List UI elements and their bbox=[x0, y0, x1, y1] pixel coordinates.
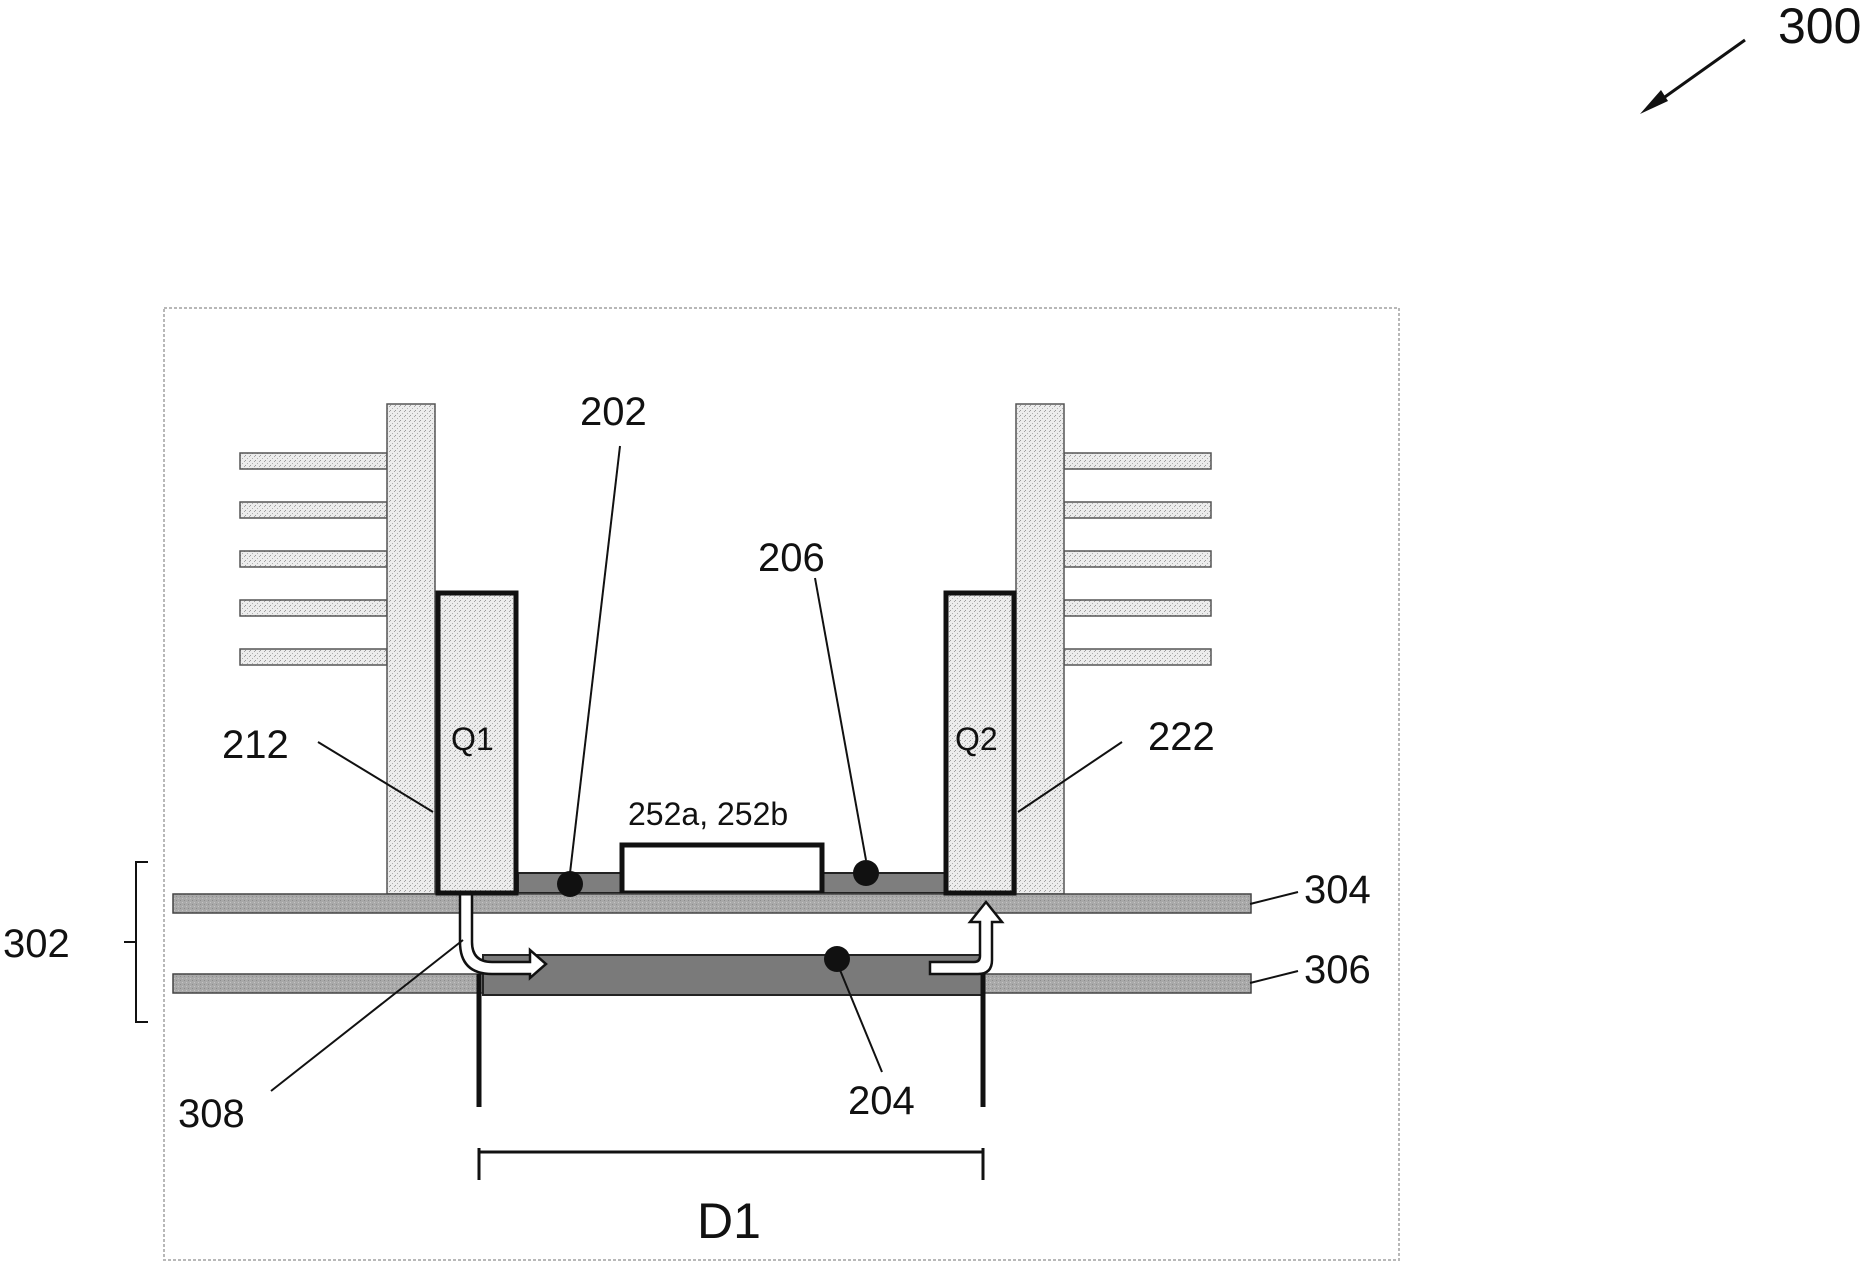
bracket-302 bbox=[124, 861, 148, 1023]
heatsink-right bbox=[1015, 403, 1212, 895]
ref-204: 204 bbox=[848, 1079, 915, 1123]
ref-306: 306 bbox=[1304, 948, 1371, 992]
leader-306 bbox=[1249, 970, 1299, 984]
leader-304 bbox=[1249, 891, 1299, 905]
ref-222: 222 bbox=[1148, 715, 1215, 759]
leader-204 bbox=[839, 969, 883, 1073]
ref-206: 206 bbox=[758, 536, 825, 580]
ref-308: 308 bbox=[178, 1092, 245, 1136]
switch-q2-label: Q2 bbox=[955, 721, 998, 757]
switch-q1-label: Q1 bbox=[451, 721, 494, 757]
dimension-d1-label: D1 bbox=[697, 1193, 761, 1249]
node-204-dot bbox=[824, 946, 850, 972]
leader-202 bbox=[569, 445, 621, 874]
board-304 bbox=[172, 893, 1252, 914]
ref-304: 304 bbox=[1304, 868, 1371, 912]
current-path-arrow bbox=[458, 892, 1005, 981]
ref-252: 252a, 252b bbox=[628, 796, 788, 832]
ref-212: 212 bbox=[222, 723, 289, 767]
bottom-trace bbox=[482, 954, 984, 996]
ref-202: 202 bbox=[580, 390, 647, 434]
switch-q2 bbox=[943, 590, 1017, 896]
node-202-dot bbox=[557, 871, 583, 897]
figure-number-arrow bbox=[1640, 38, 1746, 114]
node-206-dot bbox=[853, 860, 879, 886]
heatsink-left bbox=[239, 403, 436, 895]
leader-308 bbox=[270, 939, 464, 1092]
figure-number: 300 bbox=[1778, 0, 1861, 54]
switch-q1 bbox=[435, 590, 519, 896]
capacitor-252 bbox=[619, 842, 825, 896]
ref-302: 302 bbox=[3, 922, 70, 966]
leader-206 bbox=[814, 577, 867, 861]
figure-frame bbox=[163, 307, 1400, 1261]
leader-212 bbox=[317, 741, 434, 813]
dimension-d1 bbox=[477, 1148, 985, 1180]
leader-222 bbox=[1017, 741, 1123, 813]
